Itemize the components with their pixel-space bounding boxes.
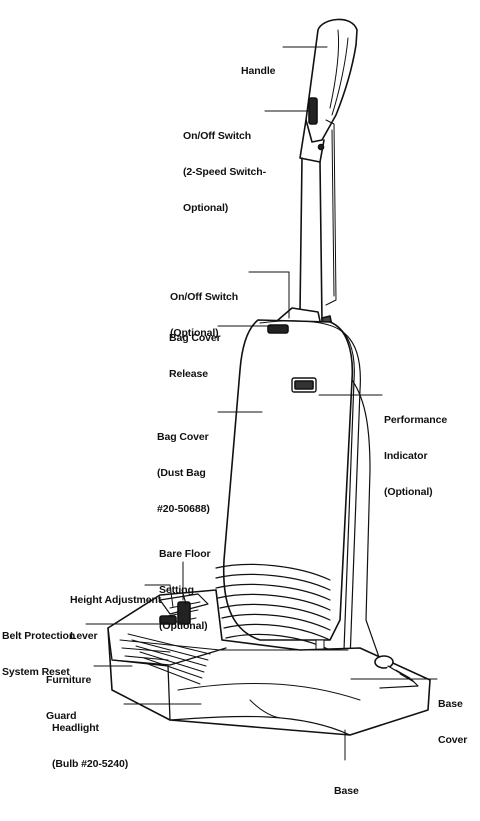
label-handle-line: Handle xyxy=(241,65,276,77)
vacuum-illustration xyxy=(85,18,438,761)
rear-wheel xyxy=(374,655,419,689)
label-onoff-switch-2speed: On/Off Switch (2-Speed Switch- Optional) xyxy=(183,106,266,238)
label-headlight: Headlight (Bulb #20-5240) xyxy=(52,698,128,794)
label-line: Setting xyxy=(159,584,194,596)
label-performance-indicator: Performance Indicator (Optional) xyxy=(384,390,447,522)
rear-column xyxy=(351,379,381,661)
bag-cover-release-icon xyxy=(267,324,289,334)
top-switch-icon xyxy=(308,97,318,125)
vacuum-parts-diagram: Handle On/Off Switch (2-Speed Switch- Op… xyxy=(2,18,467,797)
label-line: On/Off Switch xyxy=(170,291,239,303)
label-bag-cover-release: Bag Cover Release xyxy=(169,308,221,404)
label-line: (Optional) xyxy=(170,327,219,339)
label-height-adjustment-lever: Height Adjustment Lever xyxy=(70,570,161,666)
label-line: Cover xyxy=(438,734,468,746)
label-base-cover: Base Cover xyxy=(438,674,467,770)
label-line: Release xyxy=(169,368,208,380)
label-line: Height Adjustment xyxy=(70,594,162,606)
label-line: Bag Cover xyxy=(157,431,209,443)
label-line: On/Off Switch xyxy=(183,130,252,142)
label-line: System Reset xyxy=(2,666,70,678)
label-onoff-switch-optional: On/Off Switch (Optional) xyxy=(170,267,238,363)
belt-reset-icon xyxy=(159,615,177,625)
label-bare-floor-setting: Bare Floor Setting (Optional) xyxy=(159,524,211,656)
handle-shaft xyxy=(299,119,337,323)
label-line: Bag Cover xyxy=(169,332,221,344)
label-line: Headlight xyxy=(52,722,99,734)
label-line: #20-50688) xyxy=(157,503,210,515)
label-line: Belt Protection xyxy=(2,630,76,642)
label-base: Base xyxy=(334,761,359,821)
label-furniture-guard: Furniture Guard xyxy=(46,650,91,746)
bag-cover-body xyxy=(222,319,361,661)
label-line: (Dust Bag xyxy=(157,467,206,479)
leader-lines xyxy=(85,46,438,761)
label-bag-cover: Bag Cover (Dust Bag #20-50688) xyxy=(157,407,210,539)
base-unit xyxy=(107,589,431,736)
label-line: Bare Floor xyxy=(159,548,211,560)
label-line: Base xyxy=(334,785,359,797)
headlight-lens xyxy=(127,633,211,685)
label-line: Furniture xyxy=(46,674,92,686)
label-handle: Handle xyxy=(241,41,276,101)
label-line: Indicator xyxy=(384,450,428,462)
label-line: (2-Speed Switch- xyxy=(183,166,266,178)
label-belt-protection-reset: Belt Protection System Reset xyxy=(2,606,75,702)
label-line: Lever xyxy=(70,630,98,642)
label-line: Guard xyxy=(46,710,77,722)
label-line: (Optional) xyxy=(384,486,433,498)
label-line: Base xyxy=(438,698,463,710)
label-line: (Bulb #20-5240) xyxy=(52,758,129,770)
lower-ribs xyxy=(215,563,331,651)
label-line: Optional) xyxy=(183,202,229,214)
label-line: Performance xyxy=(384,414,448,426)
label-line: (Optional) xyxy=(159,620,208,632)
handle-grip xyxy=(299,18,358,163)
